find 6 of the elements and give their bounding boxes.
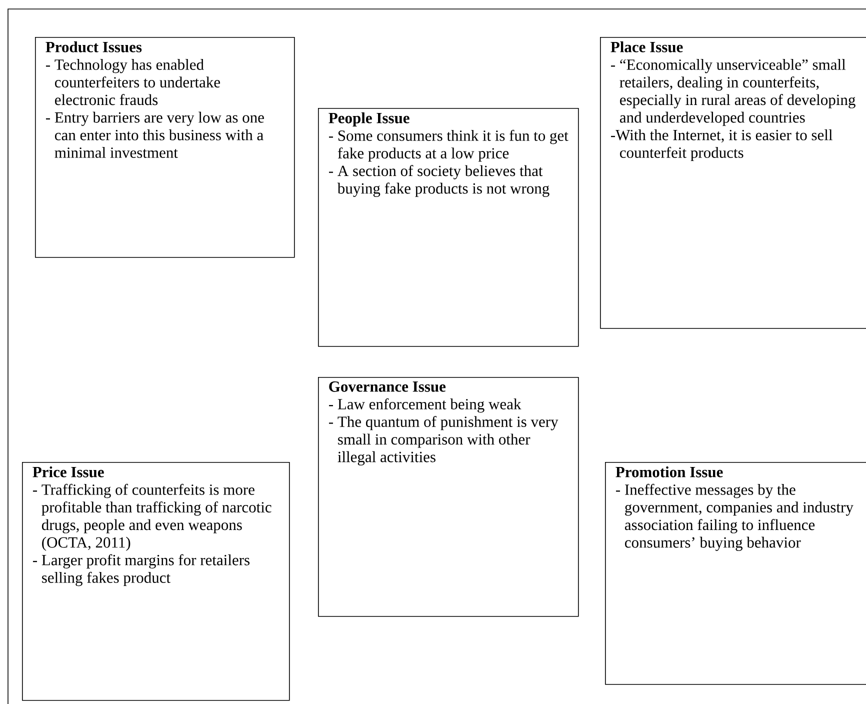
issue-box: Product Issues - Technology has enabled counterfeiters to undertake electronic frauds - Entry barriers are very low as one can enter into this business with a minimal investment xyxy=(35,37,295,258)
issue-box: Place Issue - “Economically unserviceable” small retailers, dealing in counterfeits, especially in rural areas of developing and underdeveloped countries -With the Internet, it is easier to sell counterfeit products xyxy=(600,37,866,329)
issue-box: Promotion Issue - Ineffective messages by the government, companies and industry association failing to influence consumers’ buying behavior xyxy=(605,462,866,685)
issue-box: Price Issue - Trafficking of counterfeits is more profitable than trafficking of narcotic drugs, people and even weapons (OCTA, 2011) - Larger profit margins for retailers selling fakes product xyxy=(22,462,290,701)
issue-box: People Issue - Some consumers think it is fun to get fake products at a low price - A section of society believes that buying fake products is not wrong xyxy=(318,108,579,347)
issue-box: Governance Issue - Law enforcement being weak - The quantum of punishment is very small in comparison with other illegal activities xyxy=(318,377,579,617)
